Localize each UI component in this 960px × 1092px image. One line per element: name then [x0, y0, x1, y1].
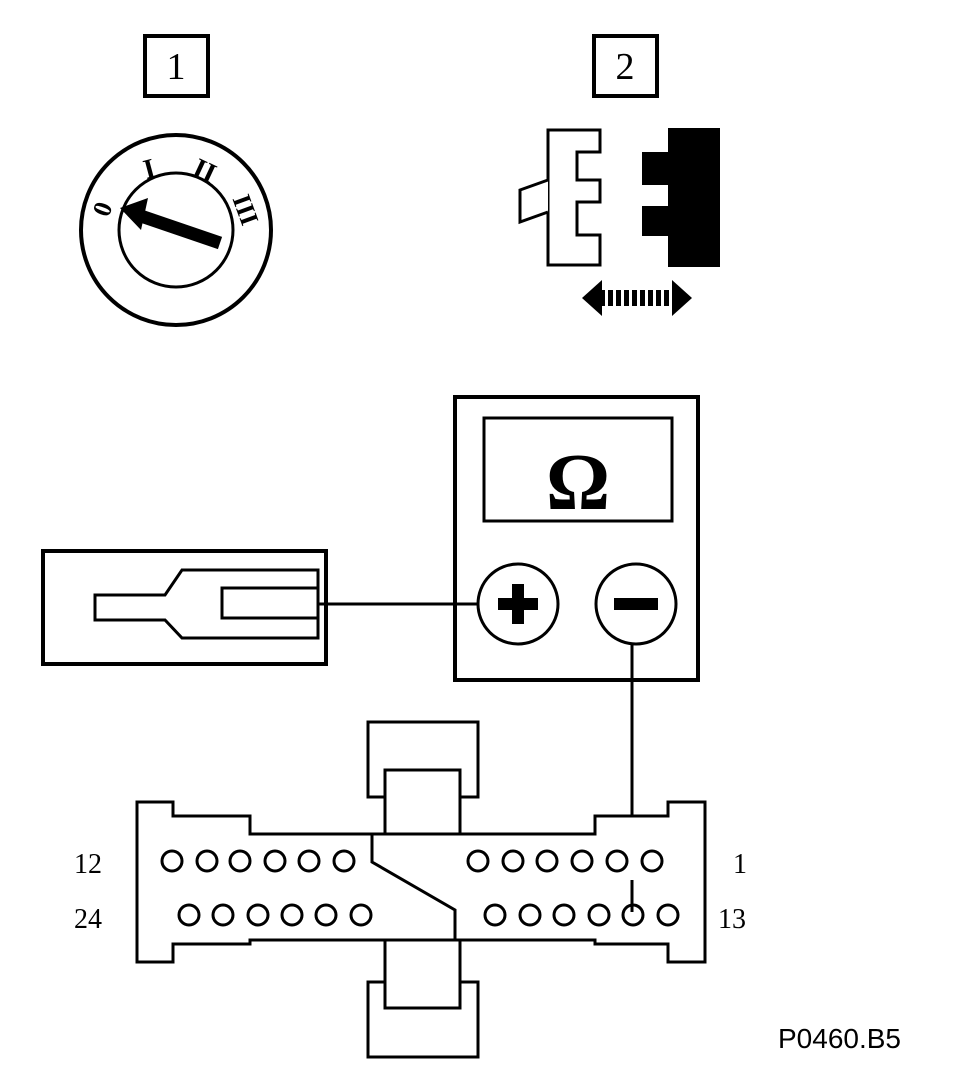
ignition-switch-icon: 0 I II III: [79, 133, 273, 327]
step-1-label: 1: [143, 34, 210, 98]
double-arrow-icon: [582, 280, 692, 316]
pin-15: [587, 903, 611, 927]
step-1-number: 1: [167, 46, 186, 88]
test-probe-adapter: [41, 549, 328, 666]
minus-terminal: [594, 562, 678, 646]
pin-22: [246, 903, 270, 927]
pin-17: [518, 903, 542, 927]
pin-13: [656, 903, 680, 927]
ohm-symbol: Ω: [546, 439, 610, 527]
pin-6: [466, 849, 490, 873]
pin-7: [332, 849, 356, 873]
pin-9: [263, 849, 287, 873]
pin-8: [297, 849, 321, 873]
step-2-number: 2: [616, 46, 635, 88]
pin-label-12: 12: [74, 849, 102, 880]
pin-16: [552, 903, 576, 927]
figure-reference-code: P0460.B5: [778, 1023, 901, 1054]
pin-12: [160, 849, 184, 873]
pin-label-1: 1: [733, 849, 747, 880]
multimeter-display: [482, 416, 674, 523]
pin-24: [177, 903, 201, 927]
multimeter: Ω: [453, 395, 700, 682]
plus-terminal: [476, 562, 560, 646]
pin-4: [535, 849, 559, 873]
pin-2: [605, 849, 629, 873]
pin-5: [501, 849, 525, 873]
pin-21: [280, 903, 304, 927]
pin-1: [640, 849, 664, 873]
pin-19: [349, 903, 373, 927]
pin-18: [483, 903, 507, 927]
pin-label-24: 24: [74, 904, 102, 935]
pin-11: [195, 849, 219, 873]
step-2-label: 2: [592, 34, 659, 98]
pin-20: [314, 903, 338, 927]
pin-10: [228, 849, 252, 873]
pin-label-13: 13: [718, 904, 746, 935]
harness-connector-24-pin: 12 24 1 13: [74, 720, 747, 1059]
connector-disconnect-icon: [518, 128, 720, 316]
pin-3: [570, 849, 594, 873]
pin-23: [211, 903, 235, 927]
